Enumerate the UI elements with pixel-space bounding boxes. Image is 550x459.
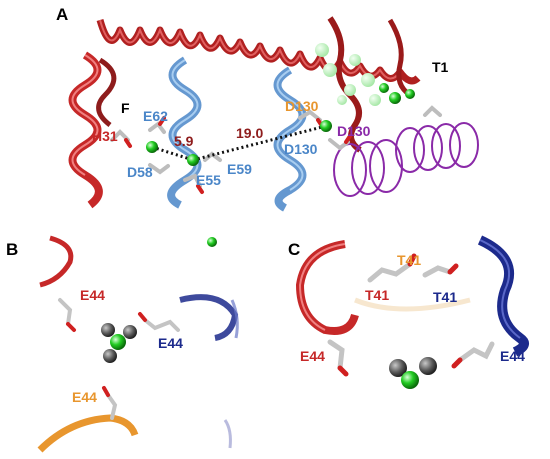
label-t41-orange: T41 — [397, 252, 421, 268]
distance-line-short — [151, 145, 194, 162]
ion-cluster-c — [389, 357, 437, 389]
distance-label-long: 19.0 — [236, 125, 263, 141]
orange-ribbon-b — [37, 414, 139, 453]
label-e62: E62 — [143, 108, 168, 124]
label-e44-orange-b: E44 — [72, 389, 97, 405]
distance-label-short: 5.9 — [174, 133, 194, 149]
panel-a-letter: A — [56, 5, 68, 24]
pale-ion-cluster — [315, 43, 415, 106]
red-ribbon-b — [39, 235, 74, 288]
panel-b: B E44 E44 E44 — [6, 235, 239, 453]
panel-a: A F T1 E62 H31 D58 E55 E59 D130 D130 D13… — [56, 5, 479, 212]
label-t41-navy: T41 — [433, 289, 457, 305]
label-d130-orange: D130 — [285, 98, 319, 114]
panel-b-letter: B — [6, 240, 18, 259]
label-t1: T1 — [432, 59, 449, 75]
ion-sphere — [146, 141, 158, 153]
purple-helix — [333, 122, 479, 197]
ion-sphere — [320, 120, 332, 132]
label-h31: H31 — [92, 128, 118, 144]
ion-cluster-b — [101, 323, 137, 363]
ion-sphere — [187, 154, 199, 166]
label-e55: E55 — [196, 172, 221, 188]
label-e59: E59 — [227, 161, 252, 177]
label-t41-red: T41 — [365, 287, 389, 303]
blue-helix-right — [273, 66, 307, 212]
label-e44-navy-b: E44 — [158, 335, 183, 351]
label-d58: D58 — [127, 164, 153, 180]
red-helix-top — [96, 19, 421, 85]
label-d130-blue: D130 — [284, 141, 318, 157]
navy-ribbon-b — [179, 294, 239, 341]
panel-c-letter: C — [288, 240, 300, 259]
label-e44-red-c: E44 — [300, 348, 325, 364]
panel-c: C T41 T41 T41 E44 E44 — [288, 235, 529, 389]
red-ribbon-c — [295, 240, 359, 335]
label-f: F — [121, 100, 130, 116]
label-d130-purple: D130 — [337, 123, 371, 139]
label-e44-red-b: E44 — [80, 287, 105, 303]
label-e44-navy-c: E44 — [500, 348, 525, 364]
